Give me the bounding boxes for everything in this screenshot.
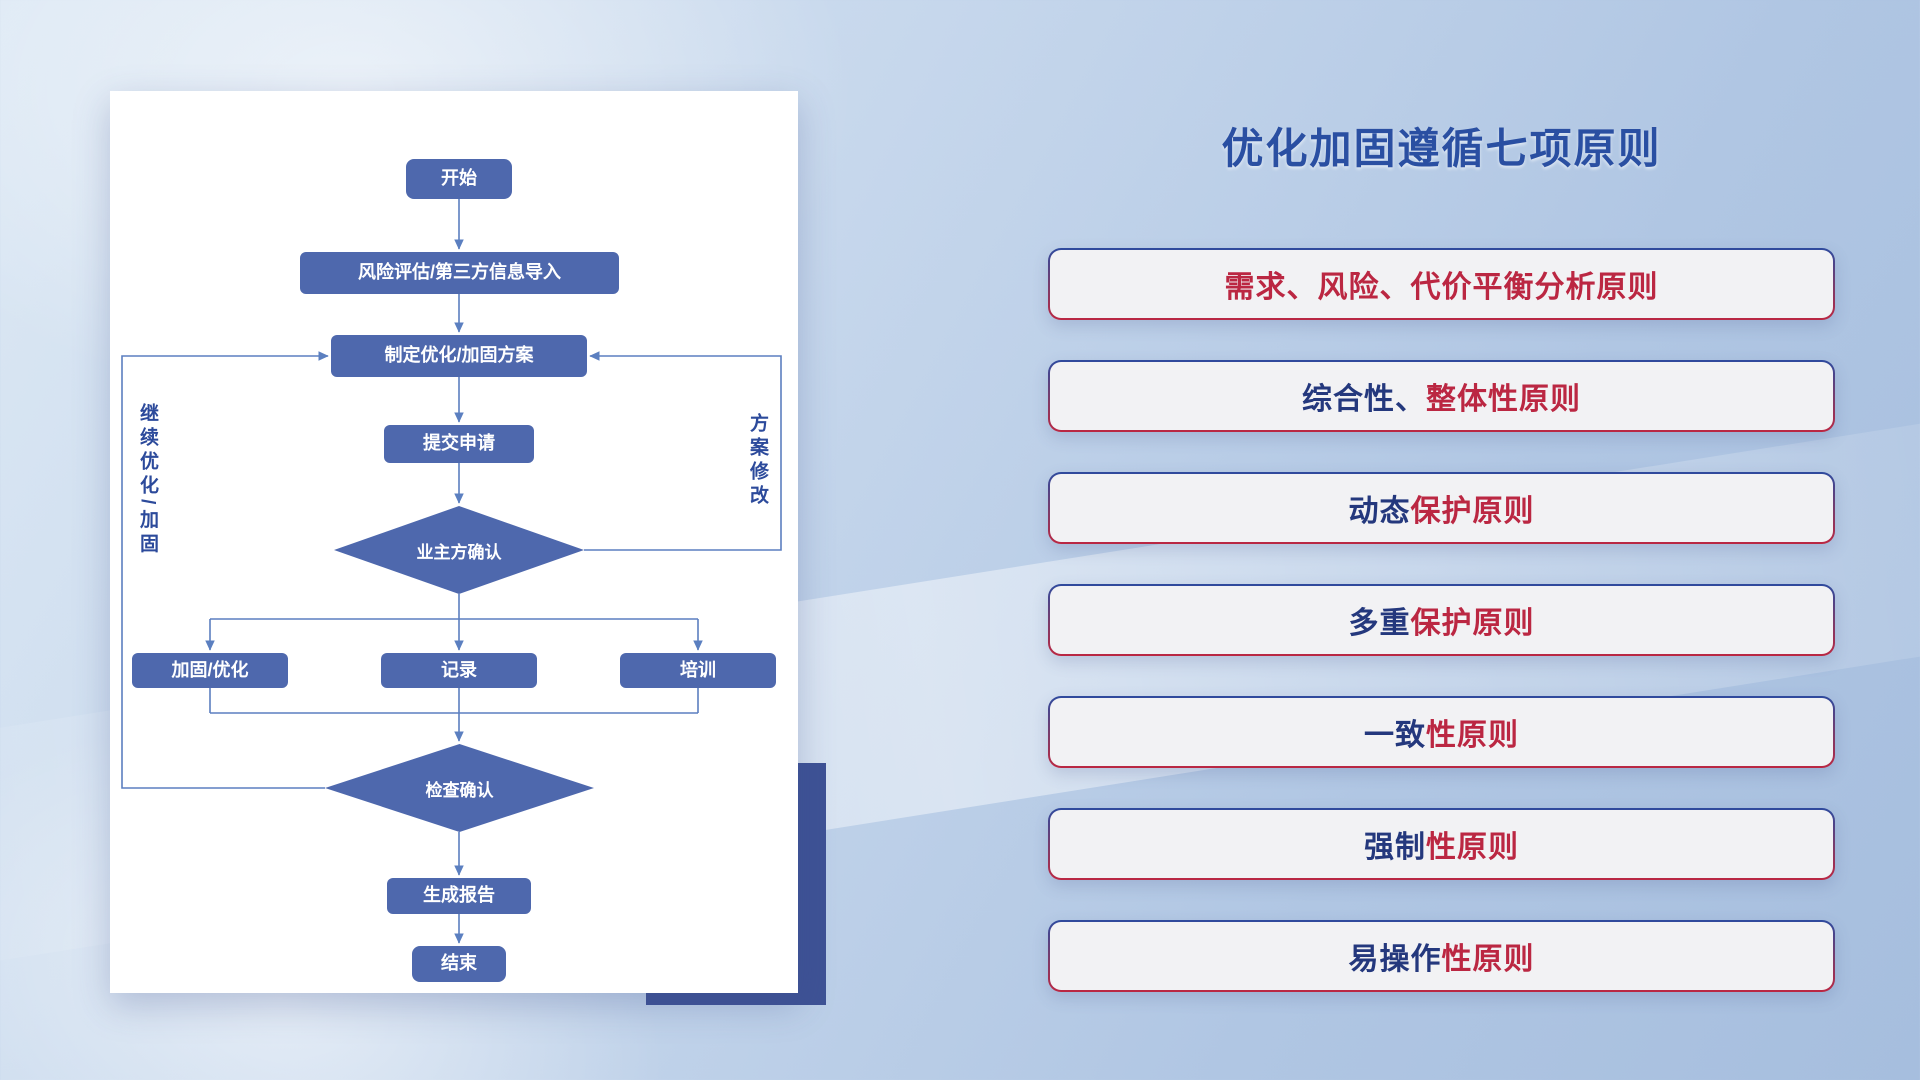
flow-node-start: 开始 bbox=[406, 159, 512, 199]
principle-card: 强制性原则 bbox=[1048, 808, 1835, 880]
principle-card: 动态保护原则 bbox=[1048, 472, 1835, 544]
flow-node-risk-assessment: 风险评估/第三方信息导入 bbox=[300, 252, 619, 294]
principle-text-segment: 多重 bbox=[1348, 607, 1411, 640]
page-title: 优化加固遵循七项原则 bbox=[1221, 125, 1662, 172]
principle-text-segment: 综合性、 bbox=[1302, 383, 1426, 416]
flow-node-training: 培训 bbox=[620, 653, 776, 688]
principle-card: 综合性、整体性原则 bbox=[1048, 360, 1835, 432]
principle-text-segment: 性原则 bbox=[1426, 831, 1519, 864]
flow-label-plan-revision: 方案修改 bbox=[747, 413, 768, 509]
principle-card: 多重保护原则 bbox=[1048, 584, 1835, 656]
flow-node-make-plan: 制定优化/加固方案 bbox=[331, 335, 587, 377]
principle-text-segment: 性原则 bbox=[1441, 943, 1535, 976]
principle-text: 强制性原则 bbox=[1050, 810, 1833, 878]
principle-text: 综合性、整体性原则 bbox=[1050, 362, 1833, 430]
flow-node-submit-application: 提交申请 bbox=[384, 425, 534, 463]
principle-text-segment: 动态 bbox=[1348, 495, 1411, 528]
principle-text: 多重保护原则 bbox=[1050, 586, 1833, 654]
principle-text: 易操作性原则 bbox=[1050, 922, 1833, 990]
principle-text: 一致性原则 bbox=[1050, 698, 1833, 766]
principle-text-segment: 保护原则 bbox=[1410, 495, 1535, 528]
principle-text-segment: 整体性原则 bbox=[1426, 383, 1581, 416]
flow-label-continue-optimize: 继续优化/加固 bbox=[137, 403, 158, 558]
flow-node-reinforce-optimize: 加固/优化 bbox=[132, 653, 288, 688]
principles-list: 需求、风险、代价平衡分析原则 综合性、整体性原则 动态保护原则 多重保护原则 一… bbox=[1048, 248, 1835, 1032]
principle-text-segment: 性原则 bbox=[1426, 719, 1519, 752]
principle-text: 动态保护原则 bbox=[1050, 474, 1833, 542]
flow-node-end: 结束 bbox=[412, 946, 506, 982]
flow-node-generate-report: 生成报告 bbox=[387, 878, 531, 914]
principle-card: 易操作性原则 bbox=[1048, 920, 1835, 992]
principle-text-segment: 强制 bbox=[1364, 831, 1426, 864]
principle-card: 一致性原则 bbox=[1048, 696, 1835, 768]
principle-text-segment: 保护原则 bbox=[1410, 607, 1535, 640]
principle-text: 需求、风险、代价平衡分析原则 bbox=[1050, 250, 1833, 318]
flow-node-record: 记录 bbox=[381, 653, 537, 688]
flowchart-card: 开始 风险评估/第三方信息导入 制定优化/加固方案 提交申请 业主方确认 加固/… bbox=[110, 91, 798, 993]
principle-text-segment: 易操作 bbox=[1348, 943, 1442, 976]
principle-text-segment: 需求、风险、代价平衡分析原则 bbox=[1224, 271, 1659, 304]
principle-text-segment: 一致 bbox=[1364, 719, 1426, 752]
principle-card: 需求、风险、代价平衡分析原则 bbox=[1048, 248, 1835, 320]
